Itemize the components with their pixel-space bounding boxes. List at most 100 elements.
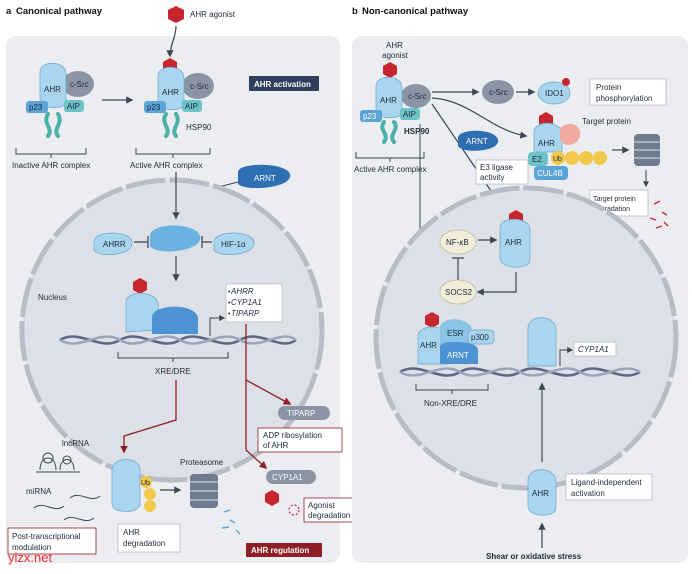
active-ahr-complex: c-Src AHR p23 AIP HSP90 Active AHR compl… [130, 58, 214, 170]
active-p23 [144, 101, 166, 113]
ahrr-shape [93, 232, 133, 256]
mirna-shape-3 [63, 516, 95, 522]
b-tss-arrow [559, 347, 574, 366]
target-gene-bullet-3: • [228, 311, 231, 318]
ahr-regulation-text: AHR regulation [251, 546, 309, 555]
active-aip-label: AIP [185, 102, 198, 111]
nfkb-shape [439, 229, 477, 255]
b-nuclear-ahr-shape [499, 218, 531, 268]
cyp1a1-label: CYP1A1 [272, 473, 303, 482]
ligand-indep-box [565, 473, 653, 501]
esr-shape [440, 319, 472, 344]
post-tx-box [7, 527, 97, 555]
adp-ribosylation-box [257, 427, 343, 453]
ido1-label: IDO1 [545, 89, 564, 98]
b-hsp90-shape [380, 120, 398, 144]
ahr-deg-line-1: AHR [123, 528, 140, 537]
agonist-hexagon-icon [168, 6, 184, 23]
hif-label: HIF-1α [221, 240, 246, 249]
li-ahr-shape [527, 469, 557, 516]
proteasome-label: Proteasome [180, 458, 224, 467]
cul4b-shape [534, 166, 568, 180]
b-to-target-arrow [431, 97, 528, 139]
reg-line-to-cyp1a1 [245, 380, 268, 470]
b-aip-label: AIP [403, 110, 416, 119]
ido1-phosphate-icon [562, 78, 570, 86]
proteasome-icon [190, 474, 218, 508]
b-p23 [360, 110, 382, 122]
mirna-label: miRNA [26, 487, 52, 496]
b-active-bracket [355, 152, 425, 162]
xre-label: XRE/DRE [155, 367, 191, 376]
dna-arnt-shape [151, 306, 198, 334]
e2-shape [528, 152, 548, 166]
ahr-regulation-badge [246, 543, 322, 557]
socs2-inhibit-nfkb [452, 257, 464, 280]
inactive-ahr-complex: c-Src AHR p23 AIP Inactive AHR complex [12, 62, 94, 170]
mirna-shape-1 [33, 504, 65, 510]
active-csrc [182, 73, 214, 99]
ahr-deg-line-2: degradation [123, 539, 165, 548]
ub-chain-2 [144, 488, 156, 500]
panel-b-title: Non-canonical pathway [362, 6, 469, 17]
agonist-deg-line-2: degradation [308, 511, 350, 520]
inactive-aip [64, 100, 84, 112]
active-ahr-label: AHR [162, 88, 179, 97]
inactive-p23-label: p23 [29, 103, 43, 112]
adp-line-2: of AHR [263, 441, 289, 450]
dna-helix-b [399, 367, 641, 377]
ahr-degradation-box [117, 523, 181, 553]
panel-b: b Non-canonical pathway AHR agonist c-Sr… [352, 6, 688, 563]
inactive-ahr-label: AHR [44, 85, 61, 94]
ligand-indep-line-2: activation [571, 489, 605, 498]
post-tx-line-1: Post-transcriptional [12, 532, 81, 541]
b-peptide-fragments [649, 200, 669, 229]
lncrna-loop-2 [62, 455, 72, 465]
b-dna-agonist-icon [425, 312, 439, 328]
e2-label: E2 [532, 155, 542, 164]
agonist-arrow [166, 25, 177, 58]
b-csrc [401, 84, 431, 108]
hif-inhibit-line [201, 236, 212, 248]
post-tx-line-2: modulation [12, 543, 51, 552]
b-ub-4 [593, 151, 607, 165]
ido1-shape [537, 81, 571, 105]
arnt-label: ARNT [254, 174, 276, 183]
b-li-dna-ahr-shape [527, 317, 557, 367]
inactive-bracket [15, 148, 87, 158]
b-ub-3 [579, 151, 593, 165]
dna-strand-2 [59, 335, 297, 345]
cyp1a1-pill [266, 470, 316, 484]
b-csrc-free [482, 80, 514, 104]
peptide-fragments [221, 509, 241, 535]
b-ub-1 [551, 151, 565, 165]
b-dna-ahr-label: AHR [420, 341, 437, 350]
protein-phos-line-1: Protein [596, 83, 621, 92]
e3-line-1: E3 ligase [480, 163, 513, 172]
b-active-complex-label: Active AHR complex [354, 165, 426, 174]
inactive-complex-label: Inactive AHR complex [12, 161, 90, 170]
ahr-to-socs2-arrow [476, 272, 517, 296]
b-arnt-label: ARNT [466, 137, 488, 146]
nfkb-label: NF-κB [446, 238, 469, 247]
active-hsp90-shape [162, 112, 180, 138]
target-gene-1: AHRR [230, 287, 254, 296]
inactive-csrc-label: c-Src [70, 80, 89, 89]
target-protein-shape [560, 123, 581, 145]
dna-agonist-icon [133, 278, 147, 294]
b-dna-arnt-shape [440, 341, 478, 364]
active-p23-label: p23 [147, 103, 161, 112]
b-dna-strand-2 [399, 367, 641, 377]
target-deg-line-2: degradation [593, 206, 630, 213]
target-gene-bullet-1: • [228, 289, 231, 296]
b-aip [400, 108, 420, 120]
panel-a-letter: a [6, 6, 12, 17]
ub-chain-3 [144, 500, 156, 512]
ub-chain-1 [140, 476, 152, 488]
active-hsp90-label: HSP90 [186, 123, 212, 132]
lncrna-shape [36, 457, 80, 473]
b-nuclear-ahr-label: AHR [505, 238, 522, 247]
non-xre-bracket [415, 384, 489, 394]
b-proteasome-icon [634, 134, 660, 166]
target-deg-line-1: Target protein [593, 196, 636, 203]
